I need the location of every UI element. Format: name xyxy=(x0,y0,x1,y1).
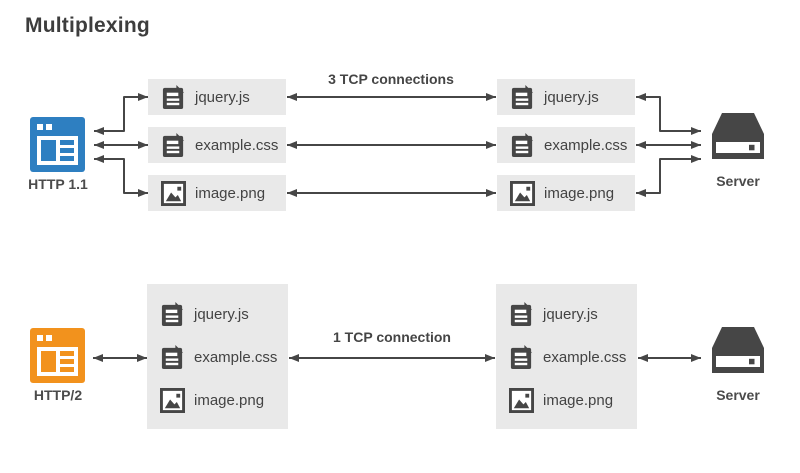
file-name: image.png xyxy=(195,184,266,202)
http2-client-label: HTTP/2 xyxy=(33,387,83,403)
http2-server-label: Server xyxy=(716,387,760,403)
image-file-icon xyxy=(161,180,186,206)
http2-server-node xyxy=(712,327,764,380)
file-name: image.png xyxy=(194,391,265,409)
http2-client-node xyxy=(30,328,85,383)
file-name: jquery.js xyxy=(543,305,598,323)
file-row: jquery.js xyxy=(509,301,637,328)
server-icon xyxy=(712,327,764,380)
http1-client-file-image: image.png xyxy=(148,175,286,211)
file-name: jquery.js xyxy=(544,88,599,106)
file-row: image.png xyxy=(160,387,288,413)
image-file-icon xyxy=(160,387,185,413)
file-name: jquery.js xyxy=(194,305,249,323)
file-text-icon xyxy=(160,344,185,371)
http1-server-file-css: example.css xyxy=(497,127,635,163)
file-name: image.png xyxy=(544,184,615,202)
browser-window-icon xyxy=(30,328,85,383)
file-text-icon xyxy=(160,301,185,328)
file-row: jquery.js xyxy=(160,301,288,328)
http1-client-label: HTTP 1.1 xyxy=(28,176,88,192)
file-name: example.css xyxy=(543,349,627,366)
http2-server-files-box: jquery.js example.css xyxy=(496,284,637,429)
file-text-icon xyxy=(161,132,186,159)
file-name: example.css xyxy=(194,349,278,366)
file-text-icon xyxy=(509,301,534,328)
browser-window-icon xyxy=(30,117,85,172)
file-row: image.png xyxy=(509,387,637,413)
http2-client-files-box: jquery.js example.css xyxy=(147,284,288,429)
file-name: example.css xyxy=(544,136,628,154)
http1-connection-label: 3 TCP connections xyxy=(328,71,454,87)
diagram-title: Multiplexing xyxy=(25,14,150,37)
http1-server-file-image: image.png xyxy=(497,175,635,211)
file-text-icon xyxy=(510,132,535,159)
file-name: image.png xyxy=(543,391,614,409)
http1-client-file-css: example.css xyxy=(148,127,286,163)
http1-server-node xyxy=(712,113,764,166)
http2-connection-label: 1 TCP connection xyxy=(333,329,451,345)
file-text-icon xyxy=(510,84,535,111)
http1-client-node xyxy=(30,117,85,172)
file-name: jquery.js xyxy=(195,88,250,106)
file-text-icon xyxy=(509,344,534,371)
http1-server-file-jquery: jquery.js xyxy=(497,79,635,115)
image-file-icon xyxy=(509,387,534,413)
file-row: example.css xyxy=(509,344,637,371)
http1-client-file-jquery: jquery.js xyxy=(148,79,286,115)
file-row: example.css xyxy=(160,344,288,371)
image-file-icon xyxy=(510,180,535,206)
http1-server-label: Server xyxy=(716,173,760,189)
server-icon xyxy=(712,113,764,166)
file-text-icon xyxy=(161,84,186,111)
file-name: example.css xyxy=(195,136,279,154)
